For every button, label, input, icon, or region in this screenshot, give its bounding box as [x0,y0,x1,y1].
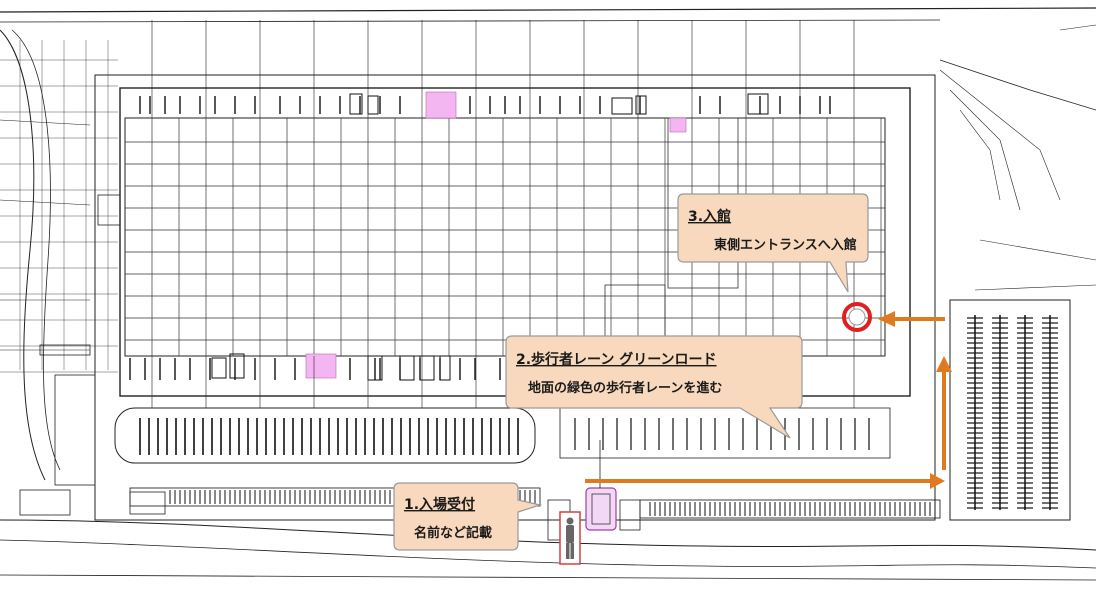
callout-step1-title: 1.入場受付 [404,496,475,513]
parking-east [949,299,1071,521]
west-structures [19,194,166,516]
grid-extension-lines [0,20,855,408]
callout-step1: 1.入場受付 名前など記載 [393,482,543,551]
callout-step3: 3.入館 東側エントランスへ入館 [677,193,869,293]
callout-step2-title: 2.歩行者レーン グリーンロード [516,351,717,368]
reception-person [559,511,581,565]
callout-step1-body: 名前など記載 [414,525,492,541]
site-outline [0,7,1096,581]
callout-step3-title: 3.入館 [688,208,731,225]
person-icon [566,517,574,559]
route-arrows [585,311,952,489]
highlight-zone [305,353,337,379]
highlight-zone [425,91,457,119]
highlight-zone [669,117,687,133]
callout-step2-body: 地面の緑色の歩行者レーンを進む [528,380,722,396]
parking-lower [114,407,941,519]
highlight-zones [305,91,687,379]
entrance-circle-marker [842,302,872,332]
gate-area [547,440,641,541]
callout-step3-body: 東側エントランスへ入館 [714,237,857,253]
callout-step2: 2.歩行者レーン グリーンロード 地面の緑色の歩行者レーンを進む [505,335,803,439]
